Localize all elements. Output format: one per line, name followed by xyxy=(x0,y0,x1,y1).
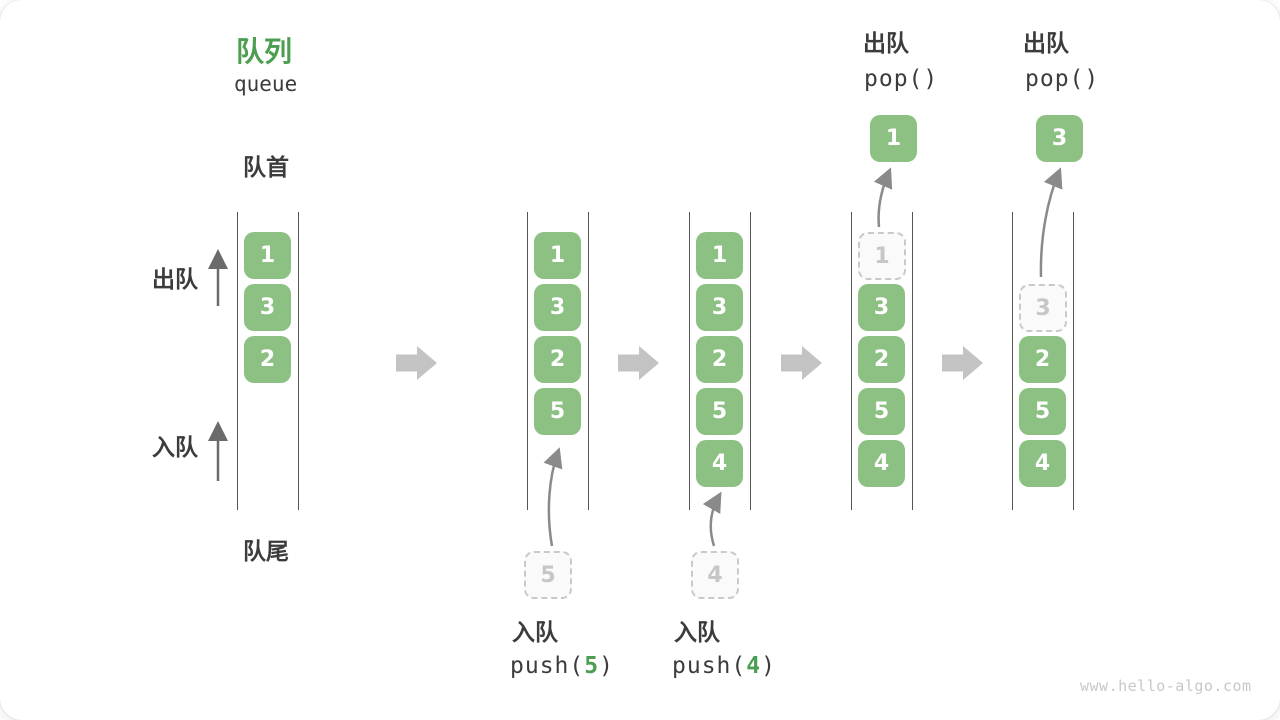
queue-channel-5 xyxy=(1012,212,1074,510)
queue-item: 2 xyxy=(858,336,905,383)
op-enqueue-code: push(5) xyxy=(510,653,614,679)
removed-item-ghost: 1 xyxy=(858,232,906,280)
removed-item-ghost: 3 xyxy=(1019,284,1067,332)
label-queue-front: 队首 xyxy=(243,154,289,180)
label-dequeue-side: 出队 xyxy=(152,266,198,292)
step-arrow-icon xyxy=(396,346,437,380)
code-arg: 5 xyxy=(584,653,600,679)
queue-item: 1 xyxy=(534,232,581,279)
queue-channel-3 xyxy=(689,212,751,510)
queue-item: 4 xyxy=(858,440,905,487)
op-dequeue-label: 出队 xyxy=(863,30,909,56)
queue-channel-1 xyxy=(237,212,299,510)
op-dequeue-code: pop() xyxy=(1025,66,1100,92)
queue-item: 3 xyxy=(696,284,743,331)
queue-item: 2 xyxy=(244,336,291,383)
code-fn: push( xyxy=(672,653,747,679)
pending-item-ghost: 5 xyxy=(524,551,572,599)
queue-item: 4 xyxy=(1019,440,1066,487)
code-arg: 4 xyxy=(746,653,762,679)
popped-item: 3 xyxy=(1036,115,1083,162)
queue-channel-2 xyxy=(527,212,589,510)
op-enqueue-label: 入队 xyxy=(674,619,720,645)
queue-channel-4 xyxy=(851,212,913,510)
watermark: www.hello-algo.com xyxy=(1080,677,1252,695)
queue-item: 4 xyxy=(696,440,743,487)
code-close: ) xyxy=(599,653,614,679)
queue-item: 2 xyxy=(696,336,743,383)
queue-item: 1 xyxy=(696,232,743,279)
queue-item: 5 xyxy=(534,388,581,435)
queue-item: 1 xyxy=(244,232,291,279)
label-enqueue-side: 入队 xyxy=(152,434,198,460)
op-enqueue-label: 入队 xyxy=(512,619,558,645)
queue-item: 3 xyxy=(244,284,291,331)
diagram-title-en: queue xyxy=(234,72,298,96)
label-queue-rear: 队尾 xyxy=(243,538,289,564)
code-fn: push( xyxy=(510,653,585,679)
code-close: ) xyxy=(761,653,776,679)
queue-item: 3 xyxy=(534,284,581,331)
op-dequeue-code: pop() xyxy=(864,66,939,92)
queue-item: 5 xyxy=(858,388,905,435)
step-arrow-icon xyxy=(942,346,983,380)
pending-item-ghost: 4 xyxy=(691,551,739,599)
popped-item: 1 xyxy=(870,115,917,162)
step-arrow-icon xyxy=(781,346,822,380)
step-arrow-icon xyxy=(618,346,659,380)
diagram-title-zh: 队列 xyxy=(236,36,293,67)
queue-item: 3 xyxy=(858,284,905,331)
op-enqueue-code: push(4) xyxy=(672,653,776,679)
queue-item: 5 xyxy=(1019,388,1066,435)
queue-item: 5 xyxy=(696,388,743,435)
queue-item: 2 xyxy=(1019,336,1066,383)
op-dequeue-label: 出队 xyxy=(1023,30,1069,56)
queue-item: 2 xyxy=(534,336,581,383)
